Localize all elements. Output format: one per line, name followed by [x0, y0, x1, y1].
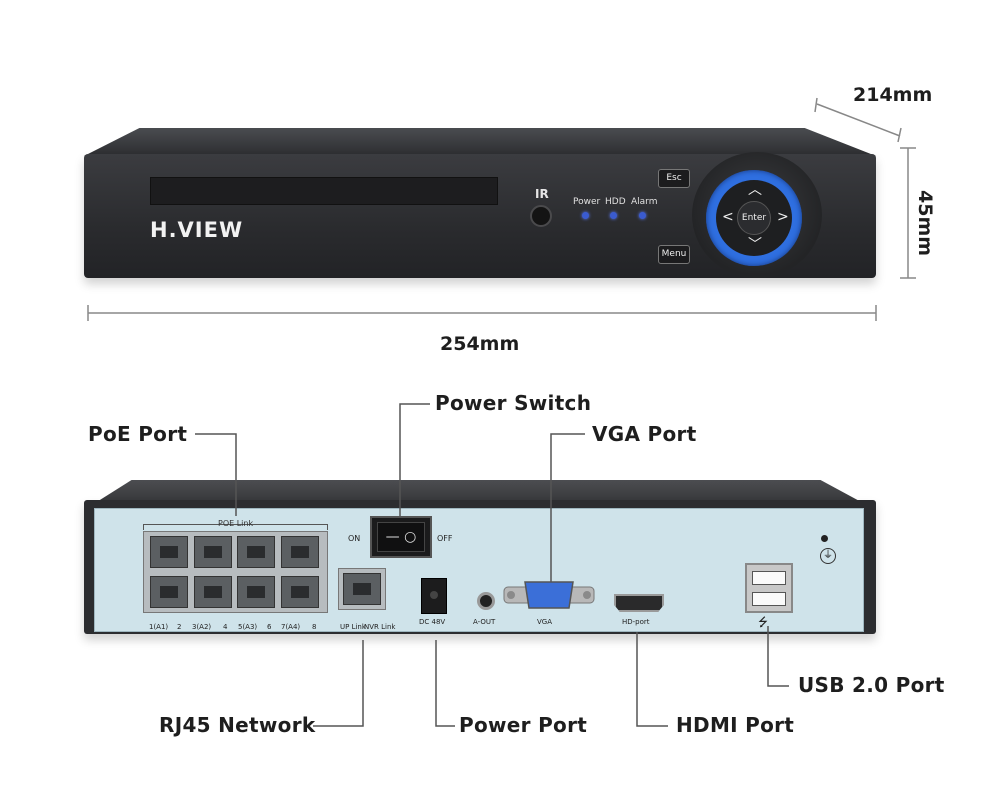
switch-on-label: ON	[348, 534, 361, 543]
height-dimension: 45mm	[914, 190, 936, 257]
poe-port-8[interactable]	[281, 576, 319, 608]
nvr-link-label: NVR Link	[364, 623, 396, 631]
poe-port-7[interactable]	[281, 536, 319, 568]
front-display-slot	[150, 177, 498, 205]
poe-port-2[interactable]	[150, 576, 188, 608]
power-led-icon	[582, 212, 589, 219]
front-top-surface	[84, 128, 876, 156]
audio-out-port[interactable]	[477, 592, 495, 610]
poe-port-1[interactable]	[150, 536, 188, 568]
usb-icon: ⭍	[758, 615, 768, 629]
port-number-label: 7(A4)	[281, 623, 301, 631]
usb-port-callout: USB 2.0 Port	[798, 673, 945, 697]
up-link-label: UP Link	[340, 623, 366, 631]
power-port-callout: Power Port	[459, 713, 588, 737]
usb-slot-lower[interactable]	[752, 592, 786, 606]
rj45-network-port[interactable]	[343, 573, 381, 605]
usb-ports[interactable]	[745, 563, 793, 613]
brand-logo: H.VIEW	[150, 218, 244, 242]
power-switch-rocker[interactable]: — ○	[377, 522, 425, 552]
hdport-label: HD-port	[622, 618, 650, 626]
hdmi-port-callout: HDMI Port	[676, 713, 795, 737]
hdmi-port[interactable]	[614, 594, 664, 612]
switch-off-label: OFF	[437, 534, 453, 543]
alarm-led-icon	[639, 212, 646, 219]
menu-button[interactable]: Menu	[658, 245, 690, 264]
poe-port-callout: PoE Port	[88, 422, 188, 446]
nav-up-icon[interactable]: ︿	[748, 182, 762, 198]
poe-port-4[interactable]	[194, 576, 232, 608]
ir-label: IR	[535, 187, 549, 201]
poe-port-6[interactable]	[237, 576, 275, 608]
callout-lines	[195, 403, 789, 727]
dimension-lines	[87, 97, 916, 321]
vga-port-callout: VGA Port	[592, 422, 697, 446]
poe-port-3[interactable]	[194, 536, 232, 568]
port-number-label: 8	[312, 623, 317, 631]
poe-link-label: POE Link	[218, 519, 254, 528]
dc-power-port[interactable]	[421, 578, 447, 614]
poe-port-5[interactable]	[237, 536, 275, 568]
dc-label: DC 48V	[419, 618, 446, 626]
port-number-label: 5(A3)	[238, 623, 258, 631]
esc-button[interactable]: Esc	[658, 169, 690, 188]
port-number-label: 1(A1)	[149, 623, 169, 631]
hdd-led-icon	[610, 212, 617, 219]
vga-label: VGA	[537, 618, 553, 626]
rj45-network-callout: RJ45 Network	[159, 713, 316, 737]
port-number-label: 6	[267, 623, 272, 631]
hdd-led-label: HDD	[605, 197, 626, 207]
alarm-led-label: Alarm	[631, 197, 658, 207]
nav-down-icon[interactable]: ﹀	[748, 237, 762, 253]
usb-slot-upper[interactable]	[752, 571, 786, 585]
port-number-label: 3(A2)	[192, 623, 212, 631]
ir-sensor-icon	[530, 205, 552, 227]
poe-port-block	[143, 531, 328, 613]
port-number-label: 2	[177, 623, 182, 631]
aout-label: A-OUT	[473, 618, 496, 626]
nav-right-icon[interactable]: >	[777, 209, 789, 225]
nav-left-icon[interactable]: <	[722, 209, 734, 225]
indicator-dot	[821, 535, 828, 542]
vga-port[interactable]	[503, 580, 595, 610]
enter-button[interactable]: Enter	[737, 201, 771, 235]
width-dimension: 254mm	[440, 333, 520, 355]
power-switch-callout: Power Switch	[435, 391, 592, 415]
port-number-label: 4	[223, 623, 228, 631]
poe-link-bracket	[143, 524, 328, 530]
depth-dimension: 214mm	[853, 84, 933, 106]
uplink-port-block	[338, 568, 386, 610]
ground-icon: ⏚	[820, 548, 836, 564]
power-led-label: Power	[573, 197, 601, 207]
